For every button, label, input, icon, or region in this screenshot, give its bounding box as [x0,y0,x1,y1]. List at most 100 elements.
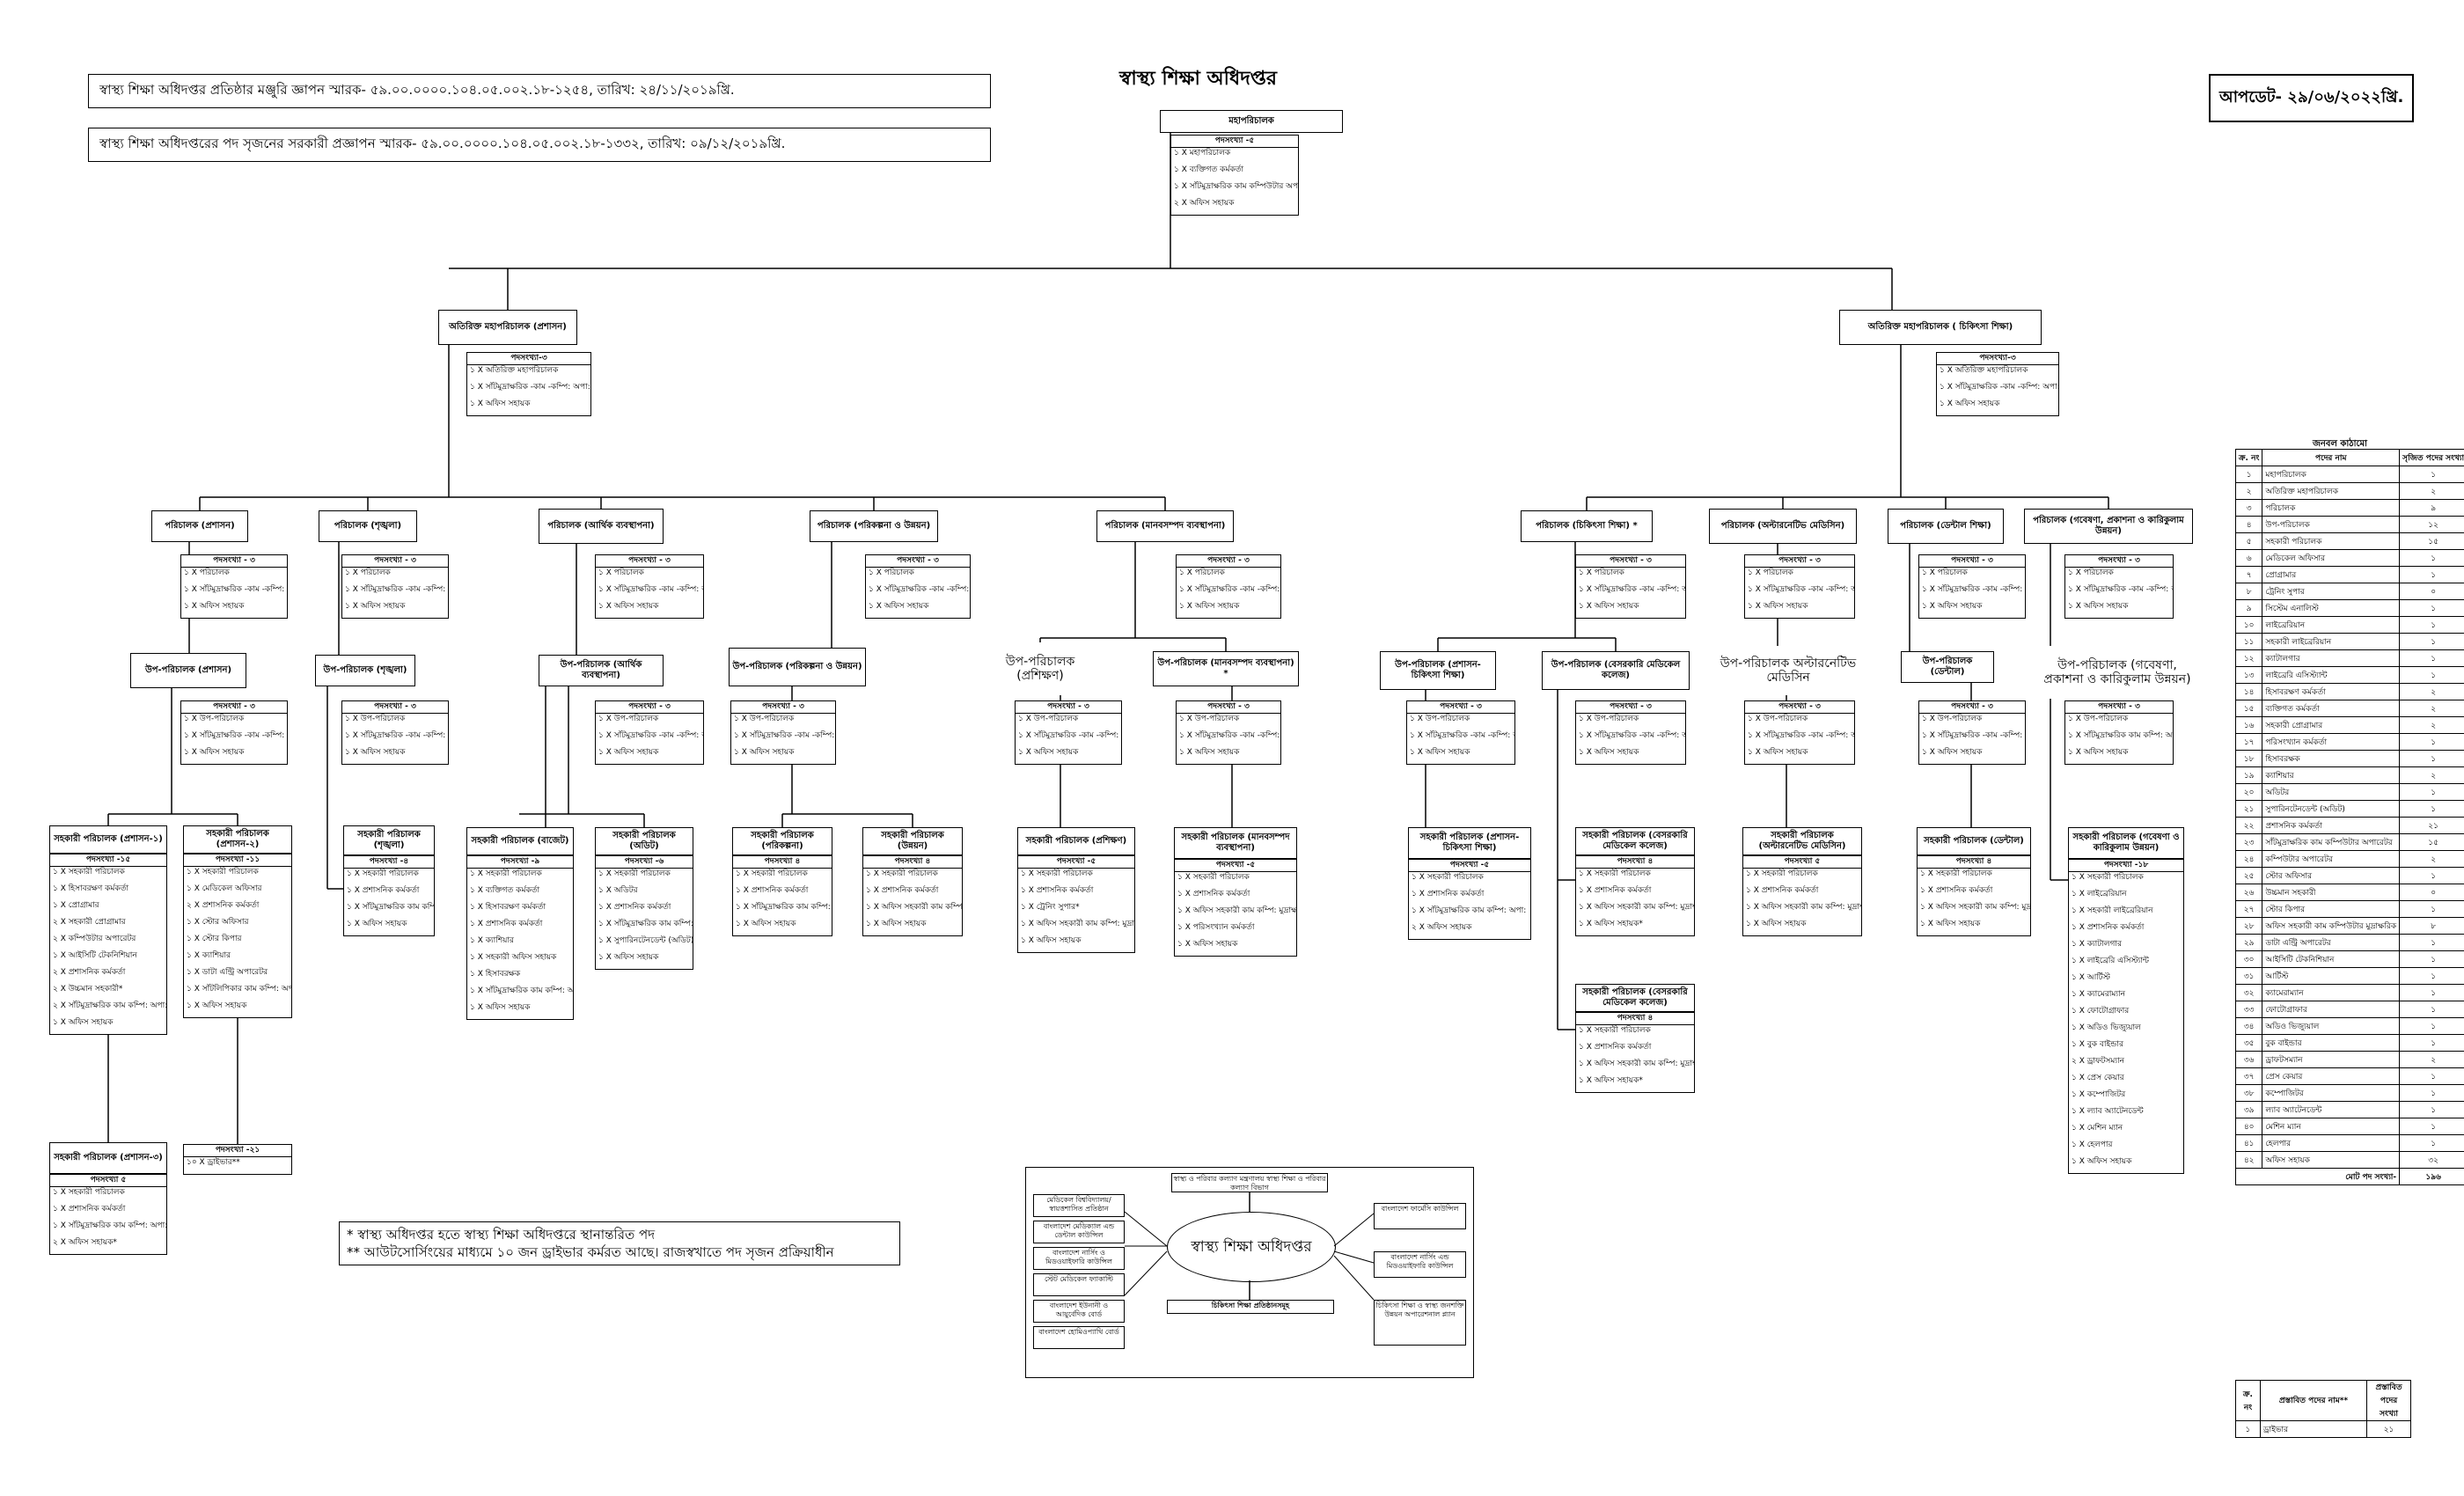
staff-box-heading: পদসংখ্যা ৪ [863,856,962,869]
posts-cell: প্রশাসনিক কর্মকর্তা [2262,817,2401,834]
staff-row: ১ X প্রশাসনিক কর্মকর্তা [53,1205,126,1214]
staff-row: ১ X সহকারী পরিচালক [1579,869,1651,878]
org-node-dd-med: উপ-পরিচালক (প্রশাসন-চিকিৎসা শিক্ষা) [1380,651,1496,690]
posts-cell: ১ [2399,1001,2464,1018]
staff-row: ১ X প্রশাসনিক কর্মকর্তা [470,920,543,928]
staff-box-heading: পদসংখ্যা -১৫ [50,854,166,867]
staff-row: ১ X সহকারী পরিচালক [53,1188,125,1197]
staff-row: ২ X অফিস সহায়ক [1174,199,1235,208]
posts-cell: ২ [2234,482,2263,500]
staff-row: ১ X অফিস সহায়ক [598,748,659,757]
staff-row: ১ X সাঁটমুদ্রাক্ষরিক কাম কম্পি: অপা:* [53,1221,166,1230]
staff-row: ১ X স্টোর অফিসার [187,918,249,927]
staff-box-heading: পদসংখ্যা - ৩ [1745,555,1854,568]
posts-cell: মহাপরিচালক [2262,466,2401,483]
staff-row: ১ X অফিস সহায়ক [1179,748,1240,757]
staff-box-heading: পদসংখ্যা -১৮ [2069,860,2183,872]
staff-row: ১ X অফিস সহায়ক [1922,602,1983,611]
posts-cell: ২৭ [2234,900,2263,918]
staff-row: ১ X হিসাবরক্ষক [470,970,521,979]
posts-cell: ৩৬ [2234,1051,2263,1068]
posts-row: ১৪হিসাবরক্ষণ কর্মকর্তা২০ [2234,683,2464,700]
staff-row: ১ X উপ-পরিচালক [1179,715,1240,723]
posts-cell: ১৬ [2234,716,2263,734]
staff-box-heading: পদসংখ্যা - ৩ [731,701,835,714]
posts-cell: ২৫ [2234,867,2263,884]
staff-row: ১ X উপ-পরিচালক [1748,715,1808,723]
inset-left-box: বাংলাদেশ হোমিওপ্যাথি বোর্ড [1033,1326,1125,1349]
posts-col-header: পদের নাম [2262,449,2401,466]
staff-row: ১ X অতিরিক্ত মহাপরিচালক [1940,366,2028,375]
org-node-dd-fin: উপ-পরিচালক (আর্থিক ব্যবস্থাপনা) [539,655,664,686]
staff-row: ১ X সহকারী পরিচালক [1579,1026,1651,1035]
staff-row: ১ X সাঁটমুদ্রাক্ষরিক -কাম -কম্পি: অপা: [2068,585,2173,594]
staff-row: ১ X অফিস সহকারী কাম কম্পি: মুদ্রাক্ষরিক [1579,1060,1694,1068]
staff-row: ২ X ড্রাফটসম্যান [2072,1057,2124,1066]
staff-row: ১ X সহকারী পরিচালক [1412,873,1484,882]
driver-col-header: প্রস্তাবিত পদের নাম** [2259,1380,2368,1421]
posts-cell: ২৯ [2234,934,2263,951]
posts-row: ৩২ক্যামেরাম্যান১০ [2234,984,2464,1001]
staff-row: ১ X সহকারী পরিচালক [1021,869,1093,878]
posts-row: ২অতিরিক্ত মহাপরিচালক২০ [2234,482,2464,500]
posts-cell: ১১ [2234,633,2263,650]
staff-row: ২ X সাঁটমুদ্রাক্ষরিক কাম কম্পি: অপা:* [53,1001,166,1010]
staff-row: ১ X লাইব্রেরিয়ান [2072,890,2127,898]
staff-row: ১ X পরিচালক [1748,568,1793,577]
staff-row: ১ X উপ-পরিচালক [2068,715,2129,723]
posts-cell: ৩৩ [2234,1001,2263,1018]
staff-box-heading: পদসংখ্যা - ৩ [866,555,970,568]
org-node-ad-admin1: সহকারী পরিচালক (প্রশাসন-১) [49,825,167,854]
staff-row: ১ X অফিস সহায়ক [53,1018,114,1027]
posts-cell: ৬ [2234,549,2263,567]
posts-cell: ট্রেনিং সুপার [2262,583,2401,600]
driver-col-header: ক্র. নং [2235,1380,2261,1421]
posts-cell: ২ [2399,482,2464,500]
staff-row: ১ X অফিস সহায়ক [1579,602,1639,611]
posts-cell: ১ [2399,633,2464,650]
posts-cell: ৩৫ [2234,1034,2263,1052]
posts-cell: হেলপার [2262,1134,2401,1152]
org-node-ad-hr: সহকারী পরিচালক (মানবসম্পদ ব্যবস্থাপনা) [1174,827,1297,859]
staff-row: ১ X ক্যাশিয়ার [187,951,231,960]
staff-row: ১ X প্রশাসনিক কর্মকর্তা [866,886,939,895]
posts-row: ৮ট্রেনিং সুপার০১ [2234,583,2464,600]
org-node-dd-research: উপ-পরিচালক (গবেষণা, প্রকাশনা ও কারিকুলাম… [2043,658,2191,686]
staff-row: ১ X সাঁটমুদ্রাক্ষরিক -কাম -কম্পি: অপা: [734,731,835,740]
posts-cell: ১ [2399,1134,2464,1152]
staff-box-heading: পদসংখ্যা -৪ [344,856,434,869]
staff-row: ১ X সাঁটমুদ্রাক্ষরিক -কাম -কম্পি: অপা: [1922,585,2025,594]
posts-cell: ২ [2399,1051,2464,1068]
posts-cell: ১ [2399,750,2464,767]
staff-row: ১ X সাঁটমুদ্রাক্ষরিক -কাম -কম্পি: অপা: [598,585,703,594]
staff-box-heading: পদসংখ্যা - ৩ [181,701,287,714]
staff-row: ১ X অফিস সহকারী কাম কম্পি: মুদ্রাক্ষরিক [1177,906,1296,915]
staff-row: ১ X অফিস সহায়ক [1748,602,1808,611]
driver-table: ক্র. নংপ্রস্তাবিত পদের নাম**প্রস্তাবিত প… [2235,1380,2411,1438]
posts-cell: ১ [2399,950,2464,968]
staff-row: ১ X সহকারী পরিচালক [2072,873,2144,882]
posts-cell: ৪১ [2234,1134,2263,1152]
staff-row: ১ X অফিস সহায়ক [347,920,407,928]
posts-cell: ৩৮ [2234,1084,2263,1102]
staff-row: ১ X হিসাবরক্ষণ কর্মকর্তা [470,903,546,912]
staff-box-heading: পদসংখ্যা ৫ [50,1175,166,1187]
posts-table-title: জনবল কাঠামো [2312,439,2368,449]
posts-cell: ৩৭ [2234,1067,2263,1085]
posts-row: ৩৬ড্রাফটসম্যান২০ [2234,1051,2464,1068]
staff-row: ১ X অফিস সহায়ক [869,602,929,611]
org-node-ad-nongov2: সহকারী পরিচালক (বেসরকারি মেডিকেল কলেজ) [1575,984,1695,1012]
staff-box-heading: পদসংখ্যা - ৩ [1177,555,1280,568]
